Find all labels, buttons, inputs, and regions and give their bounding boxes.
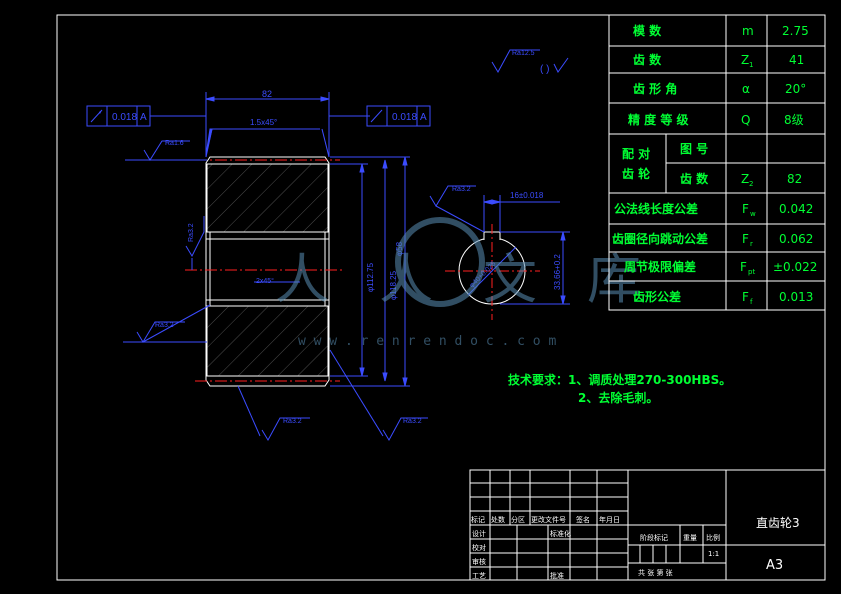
- teeth-sym: Z: [741, 53, 749, 67]
- gear-section-view: [185, 156, 345, 387]
- dimensions-section: [123, 92, 428, 442]
- tb-check: 审核: [472, 557, 486, 566]
- tb-zone: 分区: [511, 515, 525, 524]
- bore-outline: [209, 231, 326, 307]
- general-roughness: Ra12.5 ( ): [491, 49, 569, 75]
- ff-val: 0.013: [779, 290, 813, 304]
- grade-label: 精 度 等 级: [628, 112, 689, 127]
- dia-1: φ112.75: [366, 262, 375, 292]
- ra-left-lower: Ra3.2: [155, 322, 174, 329]
- tol-left-value: 0.018: [112, 112, 137, 123]
- fw-sub: w: [750, 210, 756, 218]
- tolerance-frame-left: 0.018 A: [86, 105, 151, 127]
- ra-bottom-left: Ra3.2: [283, 418, 302, 425]
- key-depth: 33.66+0.2: [553, 254, 562, 290]
- fpt-val: ±0.022: [773, 260, 817, 274]
- tb-design: 设计: [472, 529, 486, 538]
- rough-paren: ( ): [540, 64, 549, 75]
- watermark: 人人文库 w w w . r e n r e n d o c . c o m: [275, 217, 691, 349]
- ff-label: 齿形公差: [633, 289, 681, 304]
- svg-text:Ra12.5: Ra12.5: [512, 50, 535, 57]
- grade-val: 8级: [784, 113, 804, 127]
- tb-sheets: 共 张 第 张: [638, 568, 673, 577]
- tolerance-frame-right: 0.018 A: [366, 105, 431, 127]
- tb-date: 年月日: [599, 515, 620, 524]
- tb-sign: 签名: [576, 515, 590, 524]
- gear-outline: [205, 156, 330, 387]
- tb-scale: 比例: [706, 533, 720, 542]
- dia-2: φ118.25: [389, 270, 398, 300]
- hatch-top: [206, 163, 329, 233]
- tb-stage: 阶段标记: [640, 533, 668, 542]
- tol-right-value: 0.018: [392, 112, 417, 123]
- fr-sym: F: [742, 232, 749, 246]
- mate-teeth-sym: Z: [741, 172, 749, 186]
- fpt-label: 周节极限偏差: [624, 259, 696, 274]
- mate-label-2: 齿 轮: [622, 166, 651, 181]
- tol-left-datum: A: [140, 112, 147, 123]
- teeth-label: 齿 数: [633, 52, 662, 67]
- width-dim: 82: [262, 89, 272, 99]
- ra-bottom-right: Ra3.2: [403, 418, 422, 425]
- fr-val: 0.062: [779, 232, 813, 246]
- fw-sym: F: [742, 202, 749, 216]
- fpt-sym: F: [740, 260, 747, 274]
- tb-process: 工艺: [472, 572, 486, 580]
- ra-key: Ra3.2: [452, 186, 471, 193]
- parameter-table-text: 模 数 m 2.75 齿 数 Z 1 41 齿 形 角 α 20° 精 度 等 …: [612, 23, 817, 306]
- key-width: 16±0.018: [510, 191, 544, 200]
- module-val: 2.75: [782, 24, 809, 38]
- fr-label: 齿圈径向跳动公差: [612, 231, 708, 246]
- tb-weight: 重量: [683, 534, 697, 542]
- tb-review: 校对: [472, 543, 486, 552]
- ff-sub: f: [750, 298, 753, 306]
- tol-right-datum: A: [420, 112, 427, 123]
- tb-scale-val: 1:1: [708, 550, 719, 558]
- tech-note-1: 技术要求：1、调质处理270-300HBS。: [508, 372, 731, 387]
- watermark-url: w w w . r e n r e n d o c . c o m: [298, 334, 556, 349]
- fpt-sub: pt: [748, 268, 755, 276]
- module-sym: m: [742, 24, 754, 38]
- hatch-bottom: [206, 305, 329, 377]
- tech-note-2: 2、去除毛刺。: [578, 390, 658, 405]
- drawing-no-label: 图 号: [680, 141, 708, 156]
- mate-teeth-sub: 2: [749, 180, 753, 188]
- angle-val: 20°: [785, 82, 806, 96]
- mate-teeth-val: 82: [787, 172, 802, 186]
- angle-label: 齿 形 角: [633, 81, 677, 96]
- watermark-logo-icon: [395, 217, 485, 307]
- tb-std: 标准化: [550, 529, 571, 538]
- ra-side: Ra3.2: [188, 223, 195, 242]
- chamfer-dim: 1.5x45°: [250, 118, 277, 127]
- tb-docno: 更改文件号: [531, 515, 566, 524]
- title-block: [469, 469, 826, 581]
- fw-val: 0.042: [779, 202, 813, 216]
- mate-teeth-label: 齿 数: [680, 171, 709, 186]
- ff-sym: F: [742, 290, 749, 304]
- mate-label-1: 配 对: [622, 146, 650, 161]
- hub-chamfer: 2x45°: [256, 277, 274, 285]
- grade-sym: Q: [741, 113, 750, 127]
- tb-approve: 批准: [550, 571, 564, 580]
- fr-sub: r: [750, 240, 753, 248]
- title-block-text: 标记 处数 分区 更改文件号 签名 年月日 设计 标准化 校对 审核 工艺 批准…: [471, 515, 800, 580]
- watermark-text: 人人文库: [275, 248, 691, 311]
- parameter-table: [608, 14, 826, 311]
- tb-count: 处数: [491, 515, 505, 524]
- angle-sym: α: [742, 82, 750, 96]
- ra-top: Ra1.6: [165, 140, 184, 147]
- tb-part-name: 直齿轮3: [756, 516, 800, 530]
- teeth-val: 41: [789, 53, 804, 67]
- tb-paper-size: A3: [766, 558, 783, 573]
- fw-label: 公法线长度公差: [614, 201, 698, 216]
- tb-mark: 标记: [471, 515, 485, 524]
- teeth-sub: 1: [749, 61, 753, 69]
- module-label: 模 数: [633, 23, 662, 38]
